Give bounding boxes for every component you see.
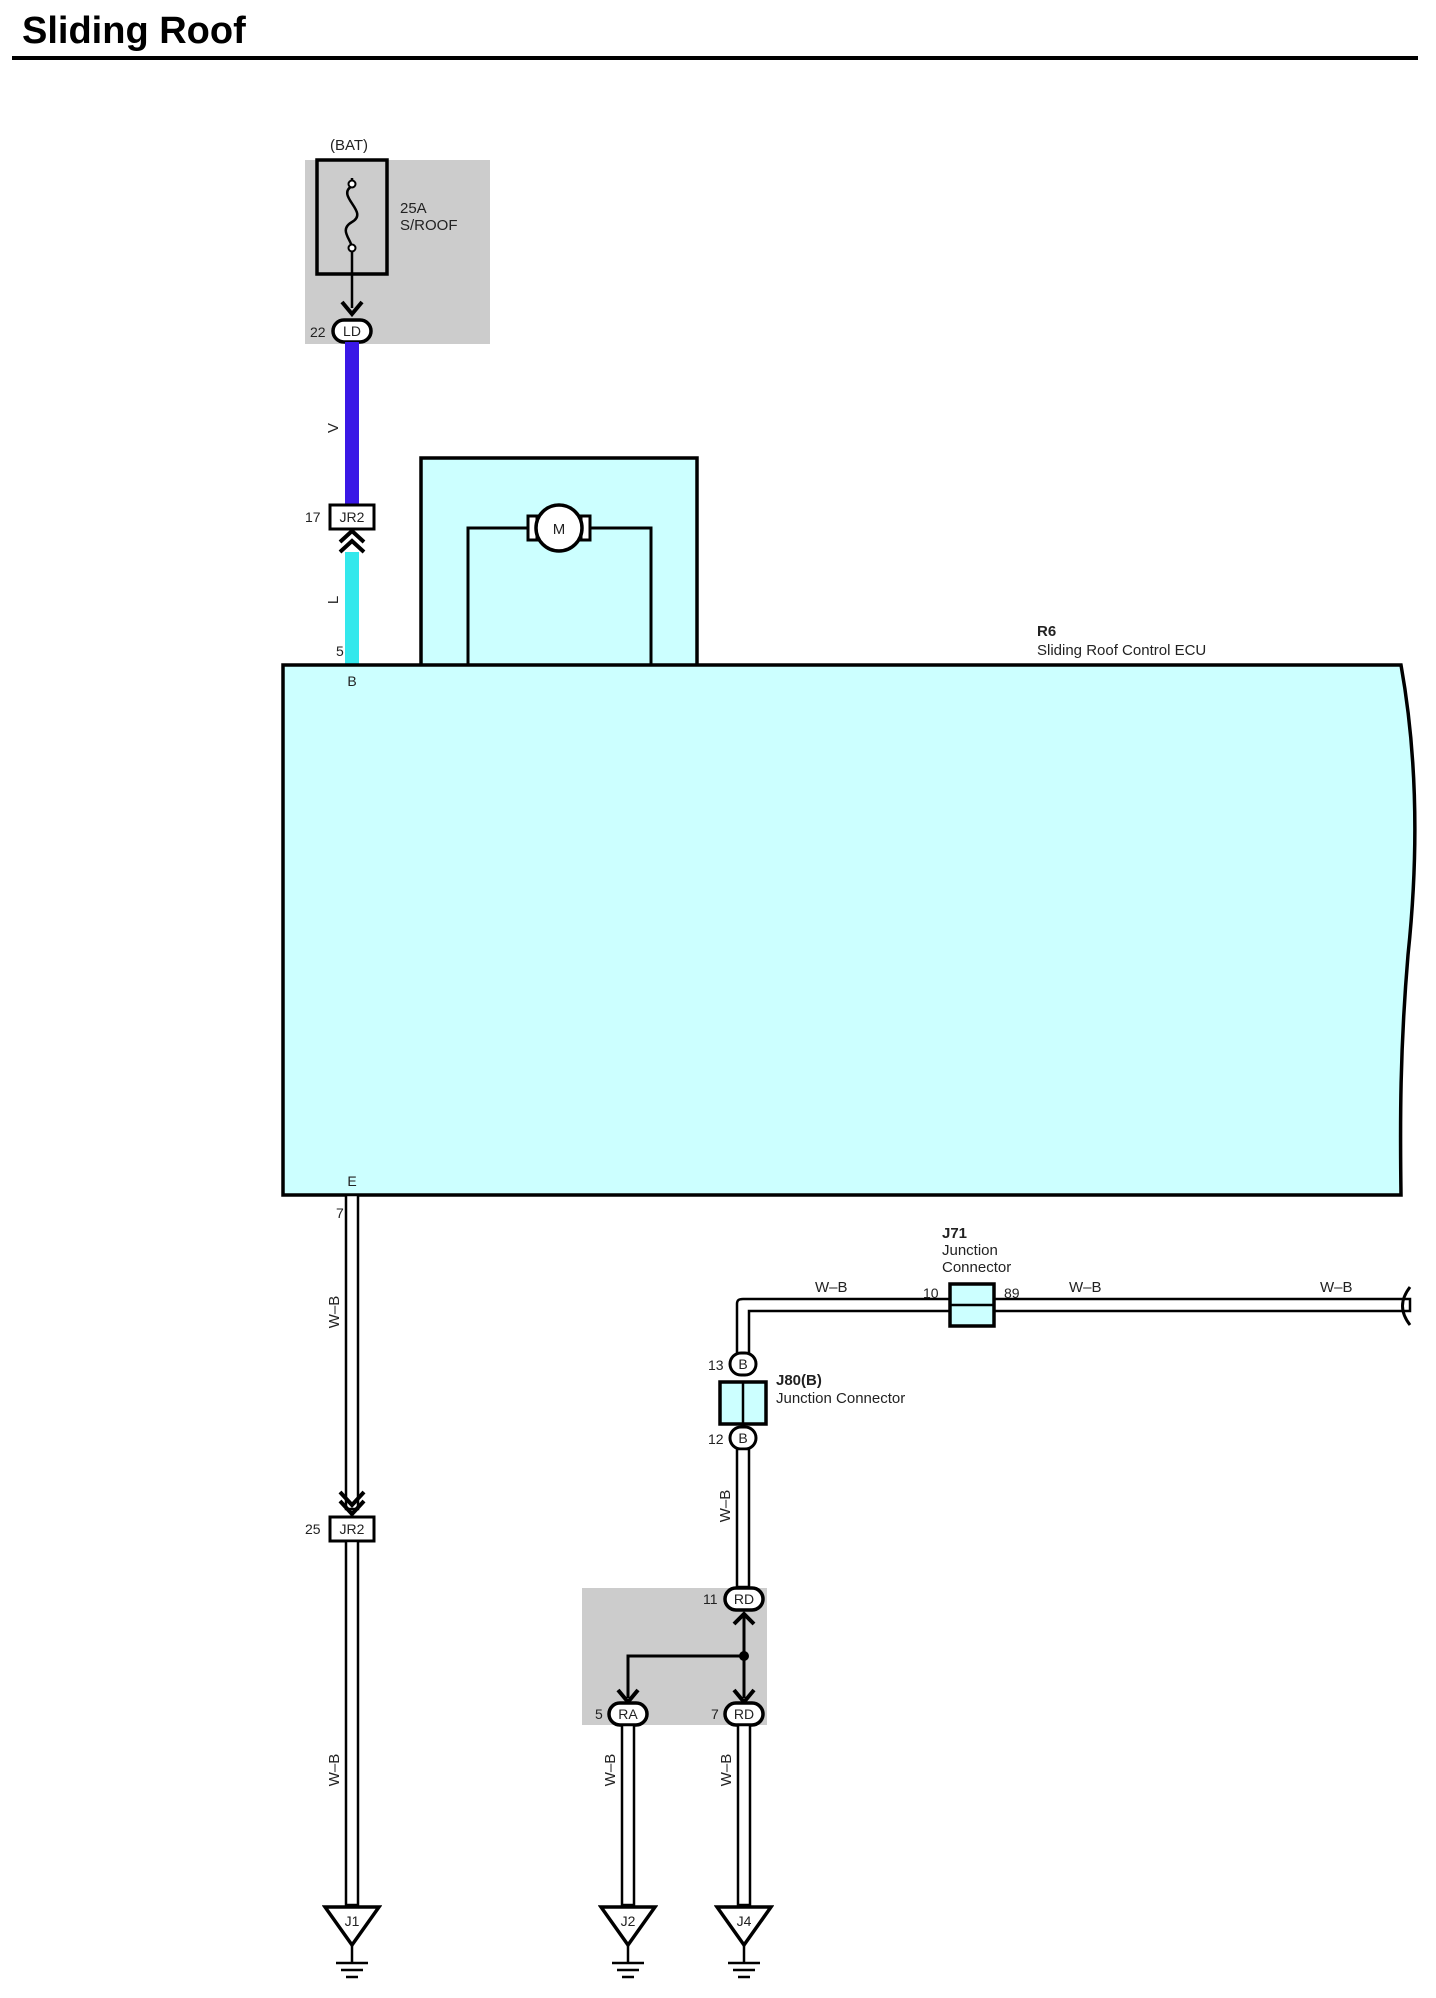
rd-bot-pin-number: 7 xyxy=(711,1706,719,1722)
j71-line1: Junction xyxy=(942,1242,998,1259)
motor-loop-wire xyxy=(466,526,532,665)
fuse-block-shade xyxy=(305,160,490,344)
ld-arrow-icon xyxy=(340,300,364,318)
jr2-bot-connector xyxy=(328,1515,376,1543)
wire-continues-icon xyxy=(1401,1286,1412,1326)
ecu-pin-e: E xyxy=(347,1173,356,1189)
j80-pin-top-number: 13 xyxy=(708,1357,724,1373)
wire-light-blue xyxy=(345,552,359,664)
wire-wb-left-upper xyxy=(344,1193,360,1511)
ecu-pin-b-number: 5 xyxy=(336,643,344,659)
wire-wb-label-6: W–B xyxy=(717,1490,734,1523)
j80-pin-bot-label: B xyxy=(738,1430,747,1446)
wire-wb-label-2: W–B xyxy=(326,1754,343,1787)
j80-name: Junction Connector xyxy=(776,1390,905,1407)
ground-j4-label: J4 xyxy=(737,1913,752,1929)
j71-line2: Connector xyxy=(942,1259,1011,1276)
wire-light-blue-label: L xyxy=(325,596,342,604)
wire-wb-label-7: W–B xyxy=(602,1754,619,1787)
jr2-top-label: JR2 xyxy=(340,509,365,525)
jr2-top-pin-number: 17 xyxy=(305,509,321,525)
jr2-bot-pin-number: 25 xyxy=(305,1521,321,1537)
jr2-bot-arrow-icon xyxy=(338,1490,366,1508)
ld-pin-number: 22 xyxy=(310,324,326,340)
wire-wb-label-1: W–B xyxy=(326,1296,343,1329)
j80-id: J80(B) xyxy=(776,1372,822,1389)
ground-j2-label: J2 xyxy=(621,1913,636,1929)
junction-dot xyxy=(739,1651,749,1661)
wire-wb-label-4: W–B xyxy=(1069,1279,1102,1296)
j80-pin-top-label: B xyxy=(738,1356,747,1372)
fuse-source-label: (BAT) xyxy=(330,137,368,154)
ground-j1-label: J1 xyxy=(345,1913,360,1929)
j71-id: J71 xyxy=(942,1225,967,1242)
ecu-body xyxy=(281,663,1417,1197)
jr2-bot-arrow2-icon xyxy=(338,1499,366,1517)
wire-wb-j80-down xyxy=(735,1447,751,1589)
motor-loop-wire-right xyxy=(586,526,653,665)
ra-pin-number: 5 xyxy=(595,1706,603,1722)
j80-pin-top xyxy=(728,1351,758,1377)
fuse-icon xyxy=(344,178,359,249)
wire-wb-to-j2 xyxy=(620,1723,636,1907)
j71-pin-left: 10 xyxy=(923,1285,939,1301)
wire-wb-label-5: W–B xyxy=(1320,1279,1353,1296)
rd-top-connector xyxy=(723,1586,765,1612)
wire-wb-label-8: W–B xyxy=(718,1754,735,1787)
ecu-pin-e-number: 7 xyxy=(336,1205,344,1221)
fuse-terminal-top xyxy=(347,179,357,189)
ecu-id: R6 xyxy=(1037,623,1056,640)
jr2-bot-label: JR2 xyxy=(340,1521,365,1537)
wire-wb-label-3: W–B xyxy=(815,1279,848,1296)
fuse-name: S/ROOF xyxy=(400,217,458,234)
page-title: Sliding Roof xyxy=(22,10,246,52)
ecu-pin-b: B xyxy=(347,673,356,689)
j71-pin-right: 89 xyxy=(1004,1285,1020,1301)
j80-pin-bot-number: 12 xyxy=(708,1431,724,1447)
rd-top-pin-number: 11 xyxy=(703,1591,718,1607)
fuse-rating: 25A xyxy=(400,200,427,217)
ld-connector-label: LD xyxy=(343,323,361,339)
fuse-terminal-bottom xyxy=(347,243,357,253)
rd-top-arrow-icon xyxy=(732,1611,756,1626)
wire-wb-left-lower xyxy=(344,1539,360,1907)
jr2-top-arrow-icon xyxy=(338,528,366,544)
motor-label: M xyxy=(553,521,566,538)
rd-top-label: RD xyxy=(734,1591,754,1607)
wire-wb-horizontal xyxy=(735,1297,1412,1364)
ra-label: RA xyxy=(618,1706,638,1722)
rd-bot-label: RD xyxy=(734,1706,754,1722)
motor-icon xyxy=(534,503,584,553)
motor-housing xyxy=(419,456,699,668)
jr2-top-arrow2-icon xyxy=(338,538,366,554)
wire-violet xyxy=(345,342,359,505)
wire-violet-label: V xyxy=(325,423,342,433)
ecu-name: Sliding Roof Control ECU xyxy=(1037,642,1206,659)
wire-wb-to-j4 xyxy=(736,1723,752,1907)
junction-wire-branch xyxy=(626,1654,744,1698)
